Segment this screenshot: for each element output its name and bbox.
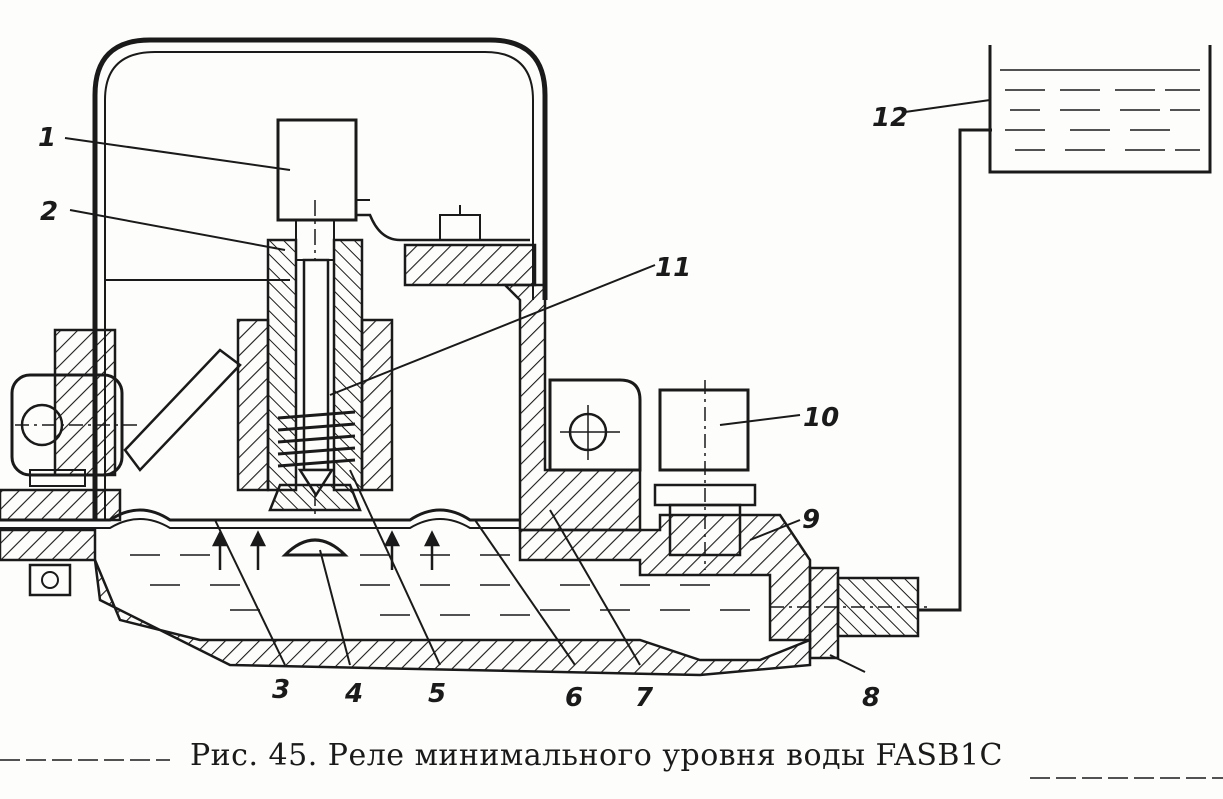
callout-4: 4 (344, 679, 363, 709)
pressure-arrows (211, 530, 441, 570)
sensor-plug (653, 380, 757, 570)
base-plate-left (0, 488, 122, 522)
return-spring (277, 410, 356, 468)
callout-7: 7 (635, 683, 654, 713)
callout-5: 5 (428, 679, 446, 709)
right-mounting-lug (548, 378, 642, 472)
callout-11: 11 (655, 253, 691, 283)
valve-seat (268, 483, 362, 512)
callout-3: 3 (272, 675, 290, 705)
water-chamber-housing (0, 513, 812, 677)
connecting-pipe (918, 128, 992, 612)
figure-caption: Рис. 45. Реле минимального уровня воды F… (190, 738, 1003, 773)
upper-frame-block (403, 243, 537, 287)
callout-12: 12 (872, 103, 908, 133)
leader-lines (64, 99, 991, 673)
diaphragm (0, 508, 520, 522)
union-fitting (770, 566, 930, 660)
callout-8: 8 (862, 683, 880, 713)
callout-10: 10 (803, 403, 839, 433)
callout-2: 2 (40, 197, 58, 227)
water-in-chamber (130, 554, 750, 616)
diagonal-strut (123, 348, 242, 472)
water-tank (988, 45, 1212, 174)
callout-6: 6 (565, 683, 583, 713)
switch-body (276, 118, 530, 242)
frame-column (501, 283, 642, 532)
relay-cover (92, 37, 548, 520)
support-disc (281, 538, 349, 557)
callout-1: 1 (38, 123, 56, 153)
callout-9: 9 (802, 505, 820, 535)
left-mounting-bracket (10, 328, 140, 487)
pushrod (297, 258, 335, 498)
